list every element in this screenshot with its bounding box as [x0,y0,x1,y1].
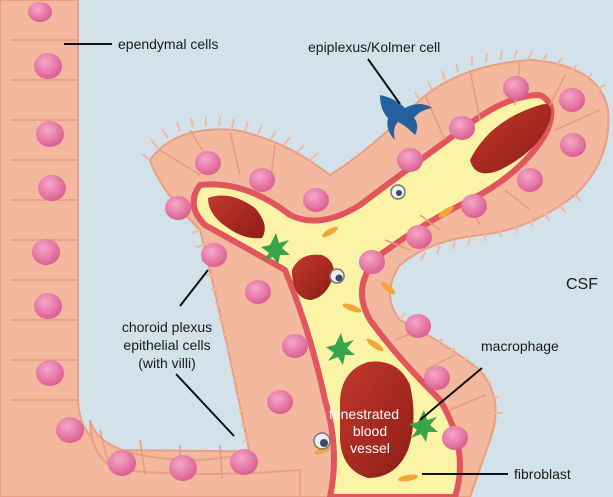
vessel-label-line1: fenestrated [329,406,399,422]
vessel-label-line2: blood [353,423,387,439]
ependymal-cells-label: ependymal cells [118,36,218,52]
choroid-label-line1: choroid plexus [122,319,212,335]
epiplexus-kolmer-label: epiplexus/Kolmer cell [308,39,440,55]
macrophage-label: macrophage [481,338,559,354]
vessel-label-line3: vessel [350,440,390,456]
fibroblast-label: fibroblast [514,466,571,482]
csf-label: CSF [566,276,598,293]
choroid-label-line2: epithelial cells [123,337,210,353]
choroid-label-line3: (with villi) [138,355,196,371]
